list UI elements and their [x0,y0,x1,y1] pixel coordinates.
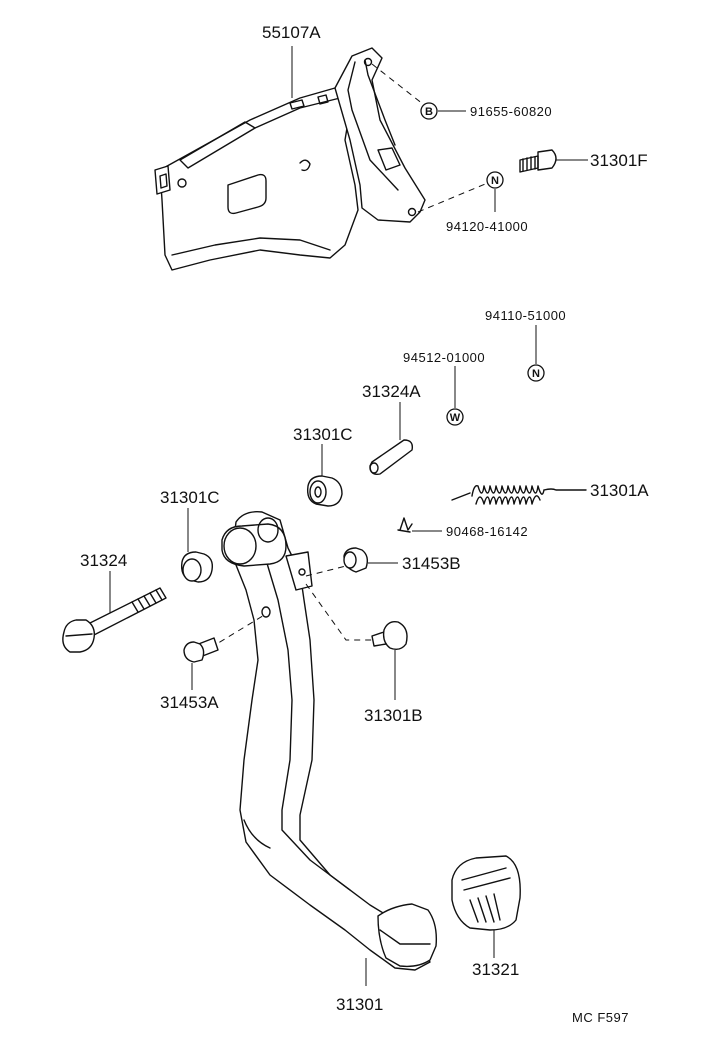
label-91655-60820: 91655-60820 [470,104,552,119]
label-31301f: 31301F [590,151,648,170]
pedal-bracket-drawing [154,47,426,271]
label-31324: 31324 [80,551,127,570]
label-94120-41000: 94120-41000 [446,219,528,234]
label-31453a: 31453A [160,693,219,712]
symbol-b-text: B [425,106,433,118]
diagram-code: MC F597 [572,1010,629,1025]
label-31321: 31321 [472,960,519,979]
nut-symbol-n-lower: N [527,364,545,382]
nut-symbol-n-upper: N [486,171,504,189]
pedal-pad-31321-drawing [451,855,521,931]
bushing-31301c-upper-drawing [306,475,343,507]
symbol-w-text: W [450,412,461,424]
label-31301c-upper: 31301C [293,425,353,444]
clip-90468-drawing [397,517,413,533]
label-55107a: 55107A [262,23,321,42]
label-31453b: 31453B [402,554,461,573]
stopper-31453b-drawing [343,547,369,573]
label-31301: 31301 [336,995,383,1014]
bolt-31324-drawing [62,587,167,653]
label-31324a: 31324A [362,382,421,401]
label-94512-01000: 94512-01000 [403,350,485,365]
brake-pedal-arm-drawing [221,511,438,971]
label-31301a: 31301A [590,481,649,500]
bushing-31301c-left-drawing [180,551,214,583]
bolt-31301f-drawing [519,149,557,173]
stopper-31301b-drawing [371,620,408,651]
label-90468-16142: 90468-16142 [446,524,528,539]
symbol-n-lower-text: N [532,368,540,380]
bolt-symbol-b: B [420,102,438,120]
label-31301b: 31301B [364,706,423,725]
label-31301c-left: 31301C [160,488,220,507]
washer-symbol-w: W [446,408,464,426]
symbol-n-upper-text: N [491,175,499,187]
return-spring-31301a-drawing [451,485,587,505]
pin-31324a-drawing [369,439,414,476]
bolt-31453a-drawing [183,637,219,663]
label-94110-51000: 94110-51000 [485,308,566,323]
